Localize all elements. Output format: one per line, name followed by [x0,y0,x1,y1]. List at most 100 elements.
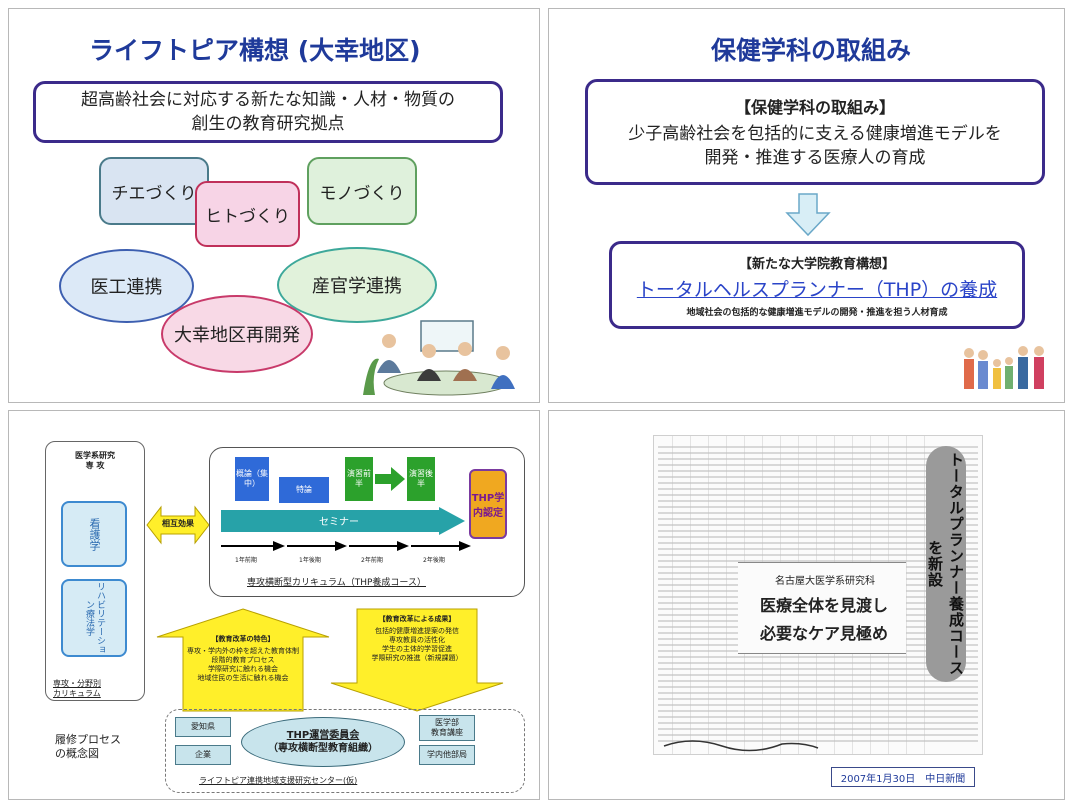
news-bigbox [738,562,906,654]
enshu-go-block: 演習後半 [407,457,435,501]
tokushoku-line-1: 専攻・学内外の枠を超えた教育体制 [187,647,299,655]
seika-line-3: 学生の主体的学習促進 [382,645,452,653]
panel2-box1-heading: 【保健学科の取組み】 [734,98,895,117]
news-signature [663,740,819,752]
gairon-block: 概論（集中） [235,457,269,501]
senko-caption-line2: カリキュラム [53,689,101,698]
senko-heading-line1: 医学系研究 [75,451,115,460]
sougo-label: 相互効果 [162,519,194,528]
tokushoku-title: 【教育改革の特色】 [211,635,275,643]
news-big1: 医療全体を見渡し [759,596,888,615]
committee-ellipse: THP運営委員会 （専攻横断型教育組織） [241,717,405,767]
enshu-zen-label: 演習前半 [347,469,371,488]
thp-link[interactable]: トータルヘルスプランナー（THP）の養成 [636,278,998,301]
rihab-label: リハビリテーション療法学 [84,582,105,654]
year-1b: 1年後期 [299,557,321,564]
tokushoku-line-4: 地域住民の生活に触れる機会 [197,674,289,682]
panel2-box2-note: 地域社会の包括的な健康増進モデルの開発・推進を担う人材育成 [686,307,948,318]
kigyo-box: 企業 [175,745,231,765]
tokuron-block: 特論 [279,477,329,503]
panel2-title: 保健学科の取組み [710,36,911,65]
panel-newspaper: トータルプランナー養成コースを新設 名古屋大医学系研究科 医療全体を見渡し 必要… [548,410,1065,800]
bubble-sankan-label: 産官学連携 [312,276,402,297]
kango-box: 看護学 [61,501,127,567]
bubble-daiko: 大幸地区再開発 [161,295,313,373]
meeting-illustration [363,320,515,396]
bubble-mono-label: モノづくり [319,183,405,204]
seika-text: 【教育改革による成果】 包括的健康増進提案の発信 専攻教員の活性化 学生の主体的… [359,615,475,663]
rihab-box: リハビリテーション療法学 [61,579,127,657]
panel2-box1: 【保健学科の取組み】 少子高齢社会を包括的に支える健康増進モデルを 開発・推進す… [585,79,1045,185]
news-headline: トータルプランナー養成コースを新設 [926,452,965,676]
bubble-sankan: 産官学連携 [277,247,437,323]
senko-heading: 医学系研究 専 攻 [49,451,141,471]
bubble-daiko-label: 大幸地区再開発 [174,325,300,346]
bubble-hito-label: ヒトづくり [205,206,290,227]
bubble-chie: チエづくり [99,157,209,225]
bubble-chie-label: チエづくり [111,183,197,204]
panel2-box2: 【新たな大学院教育構想】 トータルヘルスプランナー（THP）の養成 地域社会の包… [609,241,1025,329]
gairon-label: 概論（集中） [236,469,268,488]
people-illustration [964,346,1044,389]
news-date: 2007年1月30日 中日新聞 [840,773,966,785]
panel1-subtitle-line2: 創生の教育研究拠点 [191,114,345,134]
down-arrow-icon [785,193,831,237]
committee-line2: （専攻横断型教育組織） [268,743,378,754]
thp-nintei-label: THP学内認定 [471,493,505,519]
center-label: ライフトピア連携地域支援研究センター(仮) [199,776,358,785]
senko-column [45,441,145,701]
panel1-subtitle-box: 超高齢社会に対応する新たな知識・人材・物質の 創生の教育研究拠点 [33,81,503,143]
news-big2: 必要なケア見極め [759,624,888,643]
process-caption: 履修プロセス の概念図 [55,733,155,761]
igaku-box: 医学部 教育講座 [419,715,475,741]
seika-line-2: 専攻教員の活性化 [389,636,445,644]
news-headline-box: トータルプランナー養成コースを新設 [926,446,966,682]
bubble-ikou-label: 医工連携 [90,277,163,298]
process-line1: 履修プロセス [55,733,121,746]
igaku-line1: 医学部 [435,718,459,727]
senko-heading-line2: 専 攻 [85,461,105,470]
seika-line-1: 包括的健康増進提案の発信 [375,627,459,635]
seika-arrow [330,608,504,712]
bubble-hito: ヒトづくり [195,181,300,247]
aichi-box: 愛知県 [175,717,231,737]
curriculum-caption: 専攻横断型カリキュラム（THP養成コース） [247,578,426,588]
panel2-box2-heading: 【新たな大学院教育構想】 [738,256,895,272]
panel-curriculum-diagram: 医学系研究 専 攻 看護学 リハビリテーション療法学 専攻・分野別 カリキュラム… [8,410,540,800]
seminar-label: セミナー [319,517,359,528]
aichi-label: 愛知県 [191,722,215,731]
bubble-mono: モノづくり [307,157,417,225]
panel2-box1-line1: 少子高齢社会を包括的に支える健康増進モデルを [628,124,1002,144]
news-subcredit: 名古屋大医学系研究科 [775,576,875,587]
enshu-go-label: 演習後半 [409,469,433,488]
newspaper-clipping: トータルプランナー養成コースを新設 名古屋大医学系研究科 医療全体を見渡し 必要… [653,435,983,755]
year-2b: 2年後期 [423,557,445,564]
process-line2: の概念図 [55,747,99,760]
seminar-arrow [221,507,465,535]
gakunai-label: 学内他部局 [427,750,467,759]
thp-nintei-block: THP学内認定 [469,469,507,539]
news-date-box: 2007年1月30日 中日新聞 [831,767,975,787]
year-1a: 1年前期 [235,557,257,564]
enshu-zen-block: 演習前半 [345,457,373,501]
igaku-line2: 教育講座 [431,728,463,737]
tokushoku-line-3: 学際研究に触れる機会 [208,665,278,673]
seika-title: 【教育改革による成果】 [378,615,456,623]
year-2a: 2年前期 [361,557,383,564]
panel-lifetopia: ライフトピア構想 (大幸地区) 超高齢社会に対応する新たな知識・人材・物質の 創… [8,8,540,403]
tokushoku-line-2: 段階的教育プロセス [211,656,275,664]
seika-line-4: 学際研究の推進（新規課題） [371,654,463,662]
bubble-ikou: 医工連携 [59,249,194,323]
senko-caption-line1: 専攻・分野別 [53,679,101,688]
panel1-subtitle-line1: 超高齢社会に対応する新たな知識・人材・物質の [81,90,455,110]
timeline-arrows [221,541,471,551]
tokushoku-arrow [156,608,330,712]
enshu-arrow-icon [375,467,405,491]
senko-caption: 専攻・分野別 カリキュラム [53,679,141,699]
panel-hoken-torikumi: 保健学科の取組み 【保健学科の取組み】 少子高齢社会を包括的に支える健康増進モデ… [548,8,1065,403]
panel1-title: ライフトピア構想 (大幸地区) [89,36,421,65]
tokuron-label: 特論 [296,485,312,494]
panel2-box1-line2: 開発・推進する医療人の育成 [704,148,926,168]
center-dashed-box [165,709,525,793]
tokushoku-text: 【教育改革の特色】 専攻・学内外の枠を超えた教育体制 段階的教育プロセス 学際研… [185,635,301,683]
